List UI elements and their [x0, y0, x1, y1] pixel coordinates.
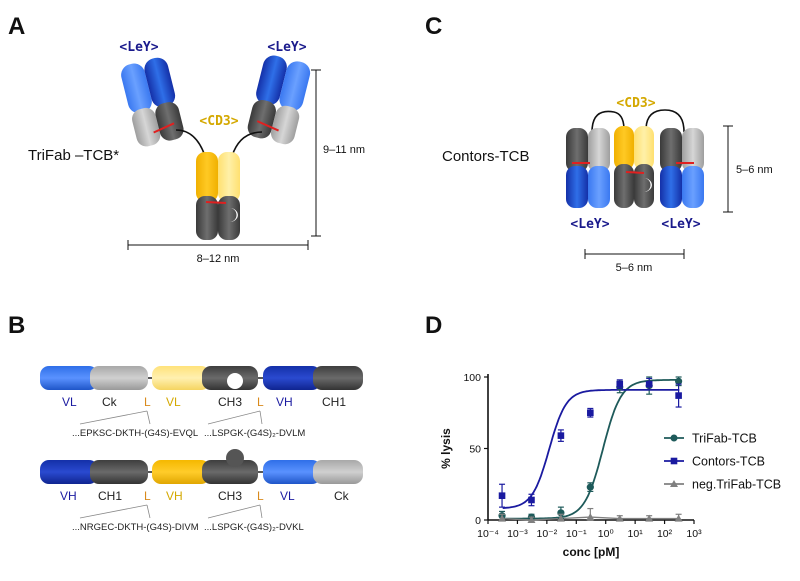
x-tick-label: 10¹: [628, 528, 644, 540]
lysis-chart: 10⁻⁴ 10⁻³ 10⁻² 10⁻¹ 10⁰ 10¹ 10² 10³ 0 50 100 conc […: [439, 372, 781, 559]
row2-domain-vh-1: VH: [60, 489, 77, 503]
y-tick-label: 100: [463, 372, 481, 384]
trifab-stem: [196, 152, 240, 240]
row2-domain-ck: Ck: [334, 489, 350, 503]
legend-label-1: Contors-TCB: [692, 455, 765, 469]
trifab-height-dimension: 9–11 nm: [323, 144, 365, 156]
data-point: [674, 514, 683, 522]
row1-domain-ck: Ck: [102, 395, 118, 409]
panel-a: A <LeY> <LeY>: [8, 13, 365, 265]
row2-domain-ch3: CH3: [218, 489, 242, 503]
row2-domain-ch1: CH1: [98, 489, 122, 503]
y-axis-title: % lysis: [439, 428, 453, 469]
row2-domain-vl: VL: [280, 489, 295, 503]
row1-linker1-sequence: ...EPKSC-DKTH-(G4S)-EVQL: [72, 428, 198, 439]
contors-ley-label-right: <LeY>: [661, 217, 700, 232]
x-axis-title: conc [pM]: [563, 545, 620, 559]
x-tick-label: 10⁰: [598, 528, 615, 540]
row1-domain-vl-1: VL: [62, 395, 77, 409]
data-point: [616, 380, 624, 388]
data-point: [586, 483, 594, 491]
data-point: [528, 496, 535, 504]
data-point: [645, 514, 654, 522]
contors-left-pair: [566, 128, 610, 208]
data-point: [587, 409, 594, 417]
construct-row-2: VH CH1 L VH CH3 L VL Ck ...NRGEC-DKTH-(G…: [40, 449, 363, 533]
x-tick-label: 10²: [657, 528, 673, 540]
legend-label-2: neg.TriFab-TCB: [692, 478, 781, 492]
x-tick-label: 10³: [686, 528, 702, 540]
data-point: [675, 392, 682, 399]
construct-row-1: VL Ck L VL CH3 L VH CH1 ...EPKSC-DKTH-(G…: [40, 366, 363, 439]
panel-b: B VL Ck L VL CH3 L VH CH1 ...EPKSC-DKTH-…: [8, 312, 363, 533]
data-point: [615, 514, 624, 522]
row2-domain-vh-2: VH: [166, 489, 183, 503]
row2-linker1-sequence: ...NRGEC-DKTH-(G4S)-DIVM: [72, 522, 199, 533]
panel-letter-c: C: [425, 13, 442, 40]
contors-name: Contors-TCB: [442, 148, 530, 165]
contors-right-pair: [660, 128, 704, 208]
contors-ley-label-left: <LeY>: [570, 217, 609, 232]
panel-letter-d: D: [425, 312, 442, 339]
row1-domain-vh: VH: [276, 395, 293, 409]
data-point: [527, 516, 536, 523]
contors-center-pair: [614, 126, 654, 208]
trifab-cd3-label: <CD3>: [199, 114, 238, 129]
panel-d: D 10⁻⁴ 10⁻³ 10⁻² 10⁻¹ 10⁰ 10¹ 10² 10³ 0 50 100 conc…: [425, 312, 781, 559]
panel-letter-b: B: [8, 312, 25, 339]
data-point: [586, 513, 595, 521]
y-tick-label: 50: [469, 444, 481, 456]
legend-marker-0: [670, 434, 678, 442]
legend-marker-2: [670, 480, 678, 487]
row1-domain-vl-2: VL: [166, 395, 181, 409]
row1-linker2-sequence: ...LSPGK-(G4S)₂-DVLM: [204, 428, 305, 439]
panel-letter-a: A: [8, 13, 25, 40]
contors-height-dimension: 5–6 nm: [736, 164, 773, 176]
x-tick-label: 10⁻¹: [566, 528, 587, 540]
row2-linker2-sequence: ...LSPGK-(G4S)₂-DVKL: [204, 522, 304, 533]
y-tick-label: 0: [475, 515, 481, 527]
x-tick-label: 10⁻³: [507, 528, 528, 540]
data-point: [645, 380, 653, 388]
trifab-right-arm: [247, 55, 311, 145]
data-point: [556, 514, 565, 522]
row1-linker-2: L: [257, 395, 264, 409]
data-point: [498, 492, 506, 499]
legend-label-0: TriFab-TCB: [692, 432, 757, 446]
data-point: [675, 377, 683, 385]
chart-points: [498, 376, 683, 523]
chart-legend: TriFab-TCB Contors-TCB neg.TriFab-TCB: [664, 432, 781, 492]
row1-domain-ch3: CH3: [218, 395, 242, 409]
trifab-left-arm: [121, 57, 184, 147]
row1-domain-ch1: CH1: [322, 395, 346, 409]
row1-linker-1: L: [144, 395, 151, 409]
x-tick-label: 10⁻²: [536, 528, 557, 540]
trifab-width-dimension: 8–12 nm: [197, 253, 240, 265]
x-tick-label: 10⁻⁴: [477, 528, 499, 540]
legend-marker-1: [670, 457, 678, 465]
chart-axes: 10⁻⁴ 10⁻³ 10⁻² 10⁻¹ 10⁰ 10¹ 10² 10³ 0 50 100 conc […: [439, 372, 702, 559]
row2-linker-2: L: [257, 489, 264, 503]
data-point: [498, 514, 507, 522]
contors-width-dimension: 5–6 nm: [616, 262, 653, 274]
trifab-ley-label-left: <LeY>: [119, 40, 158, 55]
row2-linker-1: L: [144, 489, 151, 503]
contors-cd3-label: <CD3>: [616, 96, 655, 111]
data-point: [557, 432, 565, 439]
trifab-name: TriFab –TCB*: [28, 147, 119, 164]
trifab-ley-label-right: <LeY>: [267, 40, 306, 55]
panel-c: C Contors-TCB <CD3>: [425, 13, 773, 274]
